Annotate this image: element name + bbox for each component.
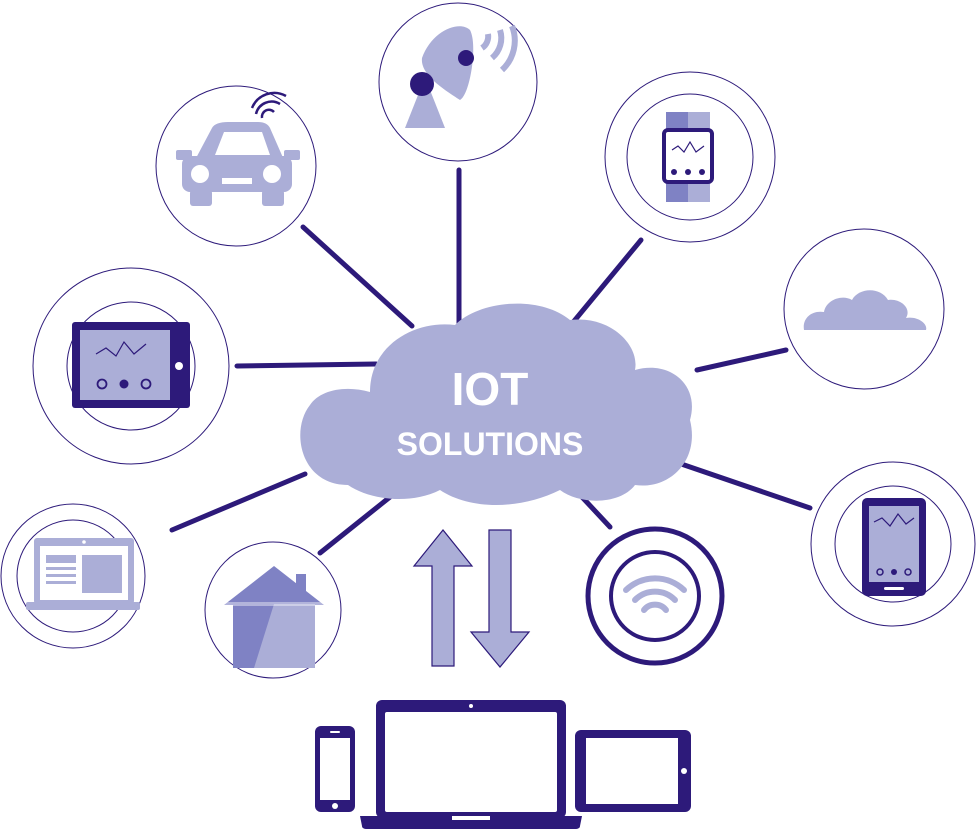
phone-device-icon — [315, 726, 355, 812]
node-cloud — [783, 228, 945, 390]
connected-car-icon — [176, 91, 300, 206]
arrow-up-icon — [412, 529, 474, 667]
central-cloud: IOT SOLUTIONS — [300, 303, 692, 505]
wifi-icon — [623, 575, 687, 613]
cloud-title: IOT — [452, 363, 529, 415]
node-smartphone — [810, 461, 976, 627]
home-icon — [224, 566, 324, 668]
connector-car — [300, 224, 415, 329]
node-smartwatch — [604, 71, 776, 243]
cloud-subtitle: SOLUTIONS — [397, 426, 584, 462]
node-home — [204, 541, 342, 679]
connector-wifi — [579, 494, 613, 530]
laptop-device-icon — [360, 700, 582, 829]
smartwatch-icon — [662, 112, 714, 202]
node-car — [155, 85, 317, 247]
connector-tablet — [234, 361, 379, 369]
tablet-device-icon — [575, 730, 691, 812]
connector-home — [317, 494, 393, 556]
arrow-down-icon — [469, 529, 531, 668]
tablet-icon — [72, 322, 190, 408]
connectors — [169, 167, 813, 556]
connector-watch — [567, 237, 644, 329]
node-satellite — [378, 2, 538, 162]
laptop-icon — [26, 538, 140, 610]
cloud-icon — [803, 290, 927, 330]
node-tablet — [32, 267, 230, 465]
smartphone-icon — [862, 498, 926, 596]
node-wifi — [585, 526, 725, 666]
node-laptop — [0, 503, 146, 649]
cloud-shape — [300, 303, 692, 505]
connector-laptop — [169, 471, 308, 533]
node-ring-inner — [609, 550, 701, 642]
connector-cloud — [694, 347, 789, 373]
satellite-dish-icon — [405, 24, 518, 128]
